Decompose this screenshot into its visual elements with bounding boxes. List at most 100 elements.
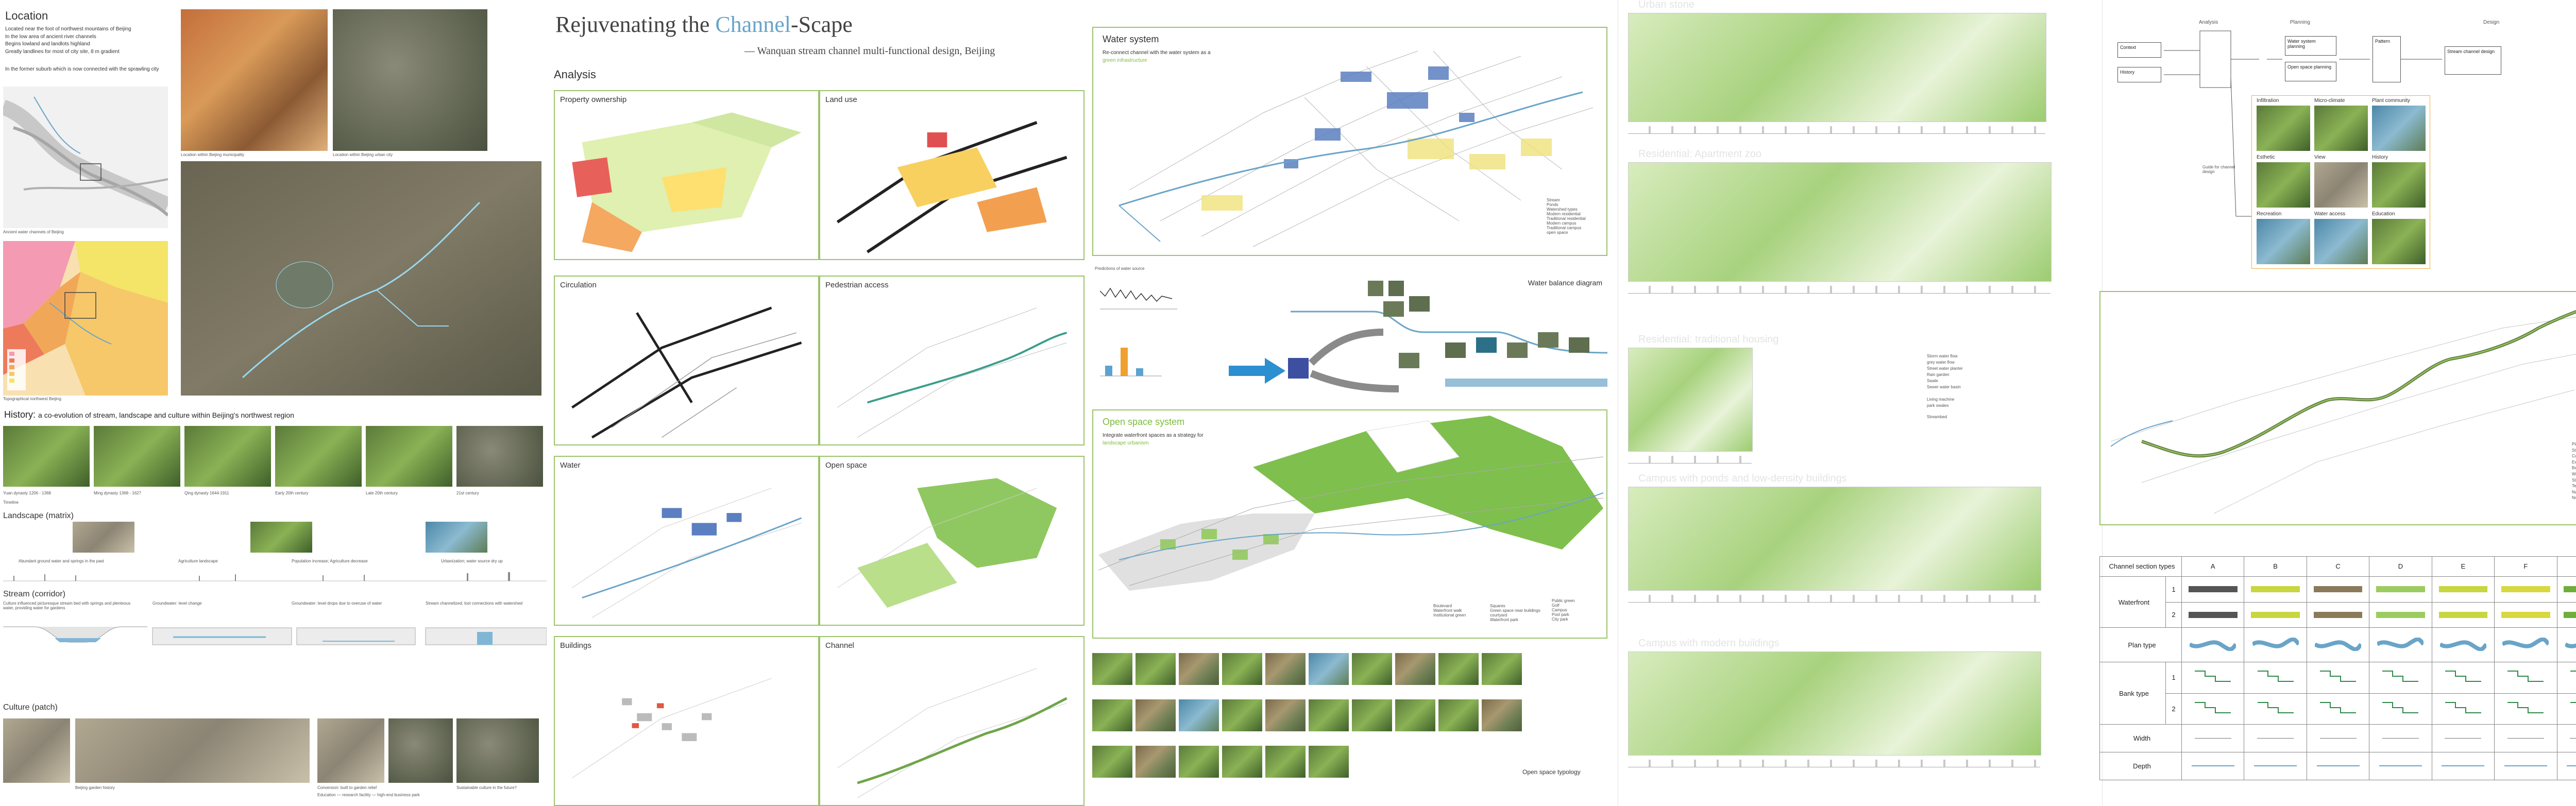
typology-cell — [1438, 699, 1479, 731]
analysis-panel-6: Open space — [819, 456, 1084, 626]
section-block-map — [1628, 651, 2041, 756]
balance-line-chart — [1100, 287, 1177, 310]
analysis-panel-map — [571, 306, 802, 439]
guide-tile-label: Micro-climate — [2314, 98, 2345, 104]
typology-cell — [1395, 699, 1435, 731]
section-block-strip — [1628, 456, 1752, 464]
typology-cell — [1309, 699, 1349, 731]
culture-heading: Culture (patch) — [3, 703, 58, 712]
analysis-panel-title: Channel — [825, 641, 854, 650]
balance-title: Water balance diagram — [1528, 279, 1602, 287]
analysis-panel-map — [572, 488, 802, 618]
row-bank-type: Bank type — [2099, 662, 2166, 725]
analysis-panel-map — [837, 478, 1057, 608]
topo-map — [3, 241, 168, 396]
analysis-panel-title: Water — [560, 461, 581, 470]
box-context: Context — [2117, 42, 2161, 58]
timeline-map-3 — [184, 426, 271, 487]
guide-tile-label: Recreation — [2257, 211, 2282, 217]
analysis-panel-title: Land use — [825, 95, 857, 104]
typology-cell — [1482, 699, 1522, 731]
section-block-strip — [1628, 126, 2045, 134]
history-heading: History: a co-evolution of stream, lands… — [4, 409, 294, 420]
col-g: G — [2556, 556, 2576, 577]
timeline-label: Timeline — [3, 500, 19, 505]
timeline-map-5 — [366, 426, 452, 487]
location-bullets: Located near the foot of northwest mount… — [5, 26, 159, 72]
typology-cell — [1438, 653, 1479, 685]
typology-cell — [1136, 746, 1176, 778]
landscape-photo-1 — [73, 522, 134, 553]
channel-plan-map — [2111, 310, 2576, 514]
landscape-photo-2 — [250, 522, 312, 553]
guide-tile-photo — [2257, 106, 2310, 151]
typology-cell — [1265, 746, 1306, 778]
sub-1b: 1 — [2165, 662, 2182, 694]
guide-tile-label: History — [2372, 155, 2388, 160]
section-block-strip — [1628, 760, 2040, 767]
section-legend: Storm water flow grey water flow Street … — [1927, 354, 1963, 419]
analysis-panel-4: Pedestrian access — [819, 276, 1084, 445]
analysis-panel-title: Open space — [825, 461, 867, 470]
stream-section-strip — [3, 626, 547, 645]
typology-cell — [1222, 653, 1262, 685]
analysis-panel-map — [836, 121, 1067, 253]
culture-photo-5 — [456, 718, 539, 783]
typology-title: Open space typology — [1522, 768, 1581, 776]
culture-photo-3 — [317, 718, 384, 783]
open-space-title: Open space system — [1103, 417, 1185, 427]
guide-tile-photo — [2257, 219, 2310, 264]
section-block-title: Campus with ponds and low-density buildi… — [1638, 473, 1847, 484]
balance-label: Predictions of water source — [1095, 266, 1145, 271]
timeline-map-4 — [275, 426, 362, 487]
channel-plan-panel: Plan type Straight portion Curved portio… — [2099, 291, 2576, 525]
section-block-title: Campus with modern buildings — [1638, 638, 1780, 649]
open-space-map — [1098, 416, 1603, 591]
section-block-map — [1628, 487, 2041, 591]
guide-tile-label: Plant community — [2372, 98, 2410, 104]
row-waterfront: Waterfront — [2099, 576, 2166, 628]
guide-tile-photo — [2372, 162, 2426, 208]
table-header: Channel section types — [2099, 556, 2182, 577]
culture-photo-1 — [3, 718, 70, 783]
col-b: B — [2244, 556, 2307, 577]
open-space-panel: Open space system Integrate waterfront s… — [1092, 409, 1607, 639]
typology-cell — [1352, 653, 1392, 685]
process-arrows — [2164, 30, 2442, 217]
process-diagram: Analysis Planning Design Context History… — [2112, 10, 2576, 278]
col-c: C — [2306, 556, 2370, 577]
sub-1: 1 — [2165, 576, 2182, 603]
open-space-desc: Integrate waterfront spaces as a strateg… — [1103, 433, 1204, 446]
analysis-panel-title: Property ownership — [560, 95, 627, 104]
typology-cell — [1136, 699, 1176, 731]
water-system-title: Water system — [1103, 34, 1159, 44]
culture-photo-4 — [388, 718, 453, 783]
culture-photo-2 — [75, 718, 310, 783]
analysis-panel-title: Circulation — [560, 281, 597, 289]
analysis-panel-3: Circulation — [554, 276, 819, 445]
balance-bar-chart — [1100, 348, 1162, 376]
ancient-water-map — [3, 87, 168, 228]
typology-cell — [1265, 653, 1306, 685]
col-f: F — [2494, 556, 2557, 577]
process-planning-label: Planning — [2290, 20, 2310, 25]
process-analysis-label: Analysis — [2199, 20, 2218, 25]
section-block-strip — [1628, 286, 2050, 294]
channel-section-table: Channel section types A B C D E F G Wate… — [2099, 556, 2576, 781]
guide-tile-label: Infiltration — [2257, 98, 2279, 104]
section-block-map — [1628, 162, 2052, 282]
guide-tile-photo — [2372, 219, 2426, 264]
location-section: Location Located near the foot of northw… — [3, 9, 549, 411]
municipality-caption: Location within Beijing municipality — [181, 152, 245, 157]
guide-tile-photo — [2314, 219, 2368, 264]
poster-subtitle: — Wanquan stream channel multi-functiona… — [744, 45, 995, 57]
col-e: E — [2431, 556, 2495, 577]
typology-cell — [1222, 746, 1262, 778]
typology-cell — [1136, 653, 1176, 685]
sub-2b: 2 — [2165, 693, 2182, 725]
section-block-title: Residential: traditional housing — [1638, 334, 1779, 345]
row-width: Width — [2099, 724, 2182, 752]
typology-cell — [1265, 699, 1306, 731]
timeline-map-6 — [456, 426, 543, 487]
section-block-map — [1628, 13, 2046, 122]
